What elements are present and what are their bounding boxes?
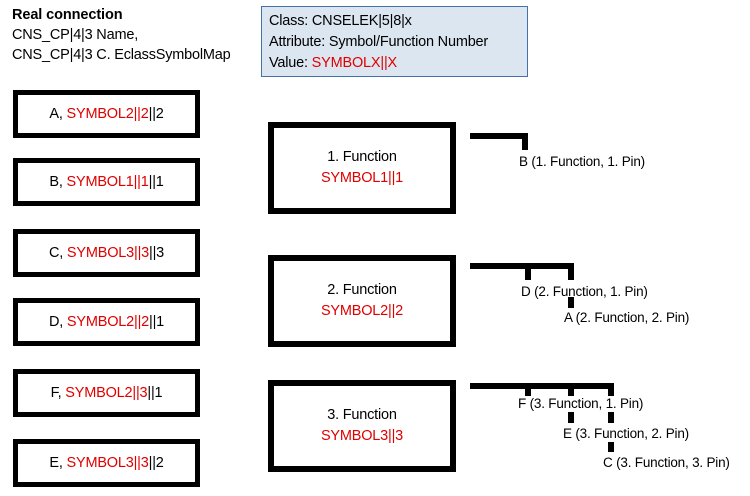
- info-value-line: Value: SYMBOLX||X: [269, 53, 521, 74]
- connection-label: E, SYMBOL3||3||2: [49, 455, 163, 471]
- connection-prefix: D,: [48, 314, 67, 330]
- header-subtitle-line-1: CNS_CP|4|3 Name,: [12, 27, 139, 43]
- connection-symbol: SYMBOL3||3: [66, 455, 149, 471]
- pin-label-f: F (3. Function, 1. Pin): [518, 396, 644, 411]
- connection-suffix: ||1: [147, 385, 163, 401]
- connection-label: D, SYMBOL2||2||1: [49, 314, 164, 330]
- connection-suffix: ||1: [148, 174, 164, 190]
- pin-label-e: E (3. Function, 2. Pin): [563, 426, 689, 441]
- connection-symbol: SYMBOL2||2: [66, 106, 149, 122]
- pin-stub-3-1: [525, 383, 531, 396]
- pin-stub-3-2: [568, 383, 574, 396]
- pin-label-b: B (1. Function, 1. Pin): [519, 154, 645, 169]
- connection-symbol: SYMBOL3||3: [66, 245, 150, 261]
- header-subtitle-line-2: CNS_CP|4|3 C. EclassSymbolMap: [12, 47, 231, 63]
- function-box-1[interactable]: 1. Function SYMBOL1||1: [268, 122, 456, 214]
- connection-prefix: C,: [48, 245, 67, 261]
- pin-bracket-bar-1: [470, 133, 528, 139]
- connection-label: C, SYMBOL3||3||3: [49, 245, 164, 261]
- connection-symbol: SYMBOL1||1: [66, 174, 149, 190]
- function-symbol: SYMBOL3||3: [320, 428, 404, 444]
- pin-stub-3-3-drop2: [608, 442, 614, 452]
- connection-suffix: ||3: [149, 245, 165, 261]
- pin-stub-2-2-drop: [568, 297, 574, 308]
- connection-box-c[interactable]: C, SYMBOL3||3||3: [13, 229, 200, 277]
- connection-symbol: SYMBOL2||2: [66, 314, 150, 330]
- pin-stub-3-2-drop: [568, 412, 574, 423]
- connection-suffix: ||2: [148, 106, 164, 122]
- pin-label-d: D (2. Function, 1. Pin): [521, 284, 648, 299]
- connection-box-f[interactable]: F, SYMBOL2||3||1: [13, 369, 200, 417]
- info-value-prefix: Value:: [269, 55, 312, 71]
- connection-box-a[interactable]: A, SYMBOL2||2||2: [13, 90, 200, 138]
- class-attribute-info-box: Class: CNSELEK|5|8|x Attribute: Symbol/F…: [261, 6, 528, 77]
- function-box-3[interactable]: 3. Function SYMBOL3||3: [268, 380, 456, 472]
- function-box-2[interactable]: 2. Function SYMBOL2||2: [268, 255, 456, 347]
- function-title: 1. Function: [327, 149, 397, 165]
- connection-prefix: B,: [49, 174, 67, 190]
- pin-label-a: A (2. Function, 2. Pin): [564, 310, 690, 325]
- function-title: 3. Function: [327, 407, 397, 423]
- pin-bracket-bar-2: [470, 263, 574, 269]
- connection-label: F, SYMBOL2||3||1: [51, 385, 163, 401]
- header-block: Real connection CNS_CP|4|3 Name, CNS_CP|…: [12, 6, 262, 65]
- connection-prefix: E,: [49, 455, 67, 471]
- connection-label: B, SYMBOL1||1||1: [49, 174, 163, 190]
- pin-stub-3-3-drop: [608, 412, 614, 423]
- info-value-symbol: SYMBOLX||X: [311, 55, 398, 71]
- pin-stub-3-3: [608, 383, 614, 396]
- pin-label-c: C (3. Function, 3. Pin): [603, 455, 730, 470]
- pin-stub-2-2: [568, 263, 574, 280]
- connection-prefix: F,: [50, 385, 66, 401]
- connection-box-e[interactable]: E, SYMBOL3||3||2: [13, 439, 200, 487]
- function-title: 2. Function: [327, 282, 397, 298]
- connection-box-b[interactable]: B, SYMBOL1||1||1: [13, 158, 200, 206]
- page-title: Real connection: [12, 7, 123, 23]
- pin-stub-1-1: [522, 133, 528, 150]
- pin-bracket-bar-3: [470, 383, 614, 389]
- pin-stub-2-1: [525, 263, 531, 280]
- info-attribute-line: Attribute: Symbol/Function Number: [269, 34, 489, 50]
- connection-suffix: ||1: [149, 314, 165, 330]
- connection-symbol: SYMBOL2||3: [65, 385, 148, 401]
- function-symbol: SYMBOL1||1: [320, 170, 404, 186]
- connection-suffix: ||2: [148, 455, 164, 471]
- info-class-line: Class: CNSELEK|5|8|x: [269, 13, 412, 29]
- connection-box-d[interactable]: D, SYMBOL2||2||1: [13, 298, 200, 346]
- connection-label: A, SYMBOL2||2||2: [49, 106, 163, 122]
- connection-prefix: A,: [49, 106, 67, 122]
- function-symbol: SYMBOL2||2: [320, 303, 404, 319]
